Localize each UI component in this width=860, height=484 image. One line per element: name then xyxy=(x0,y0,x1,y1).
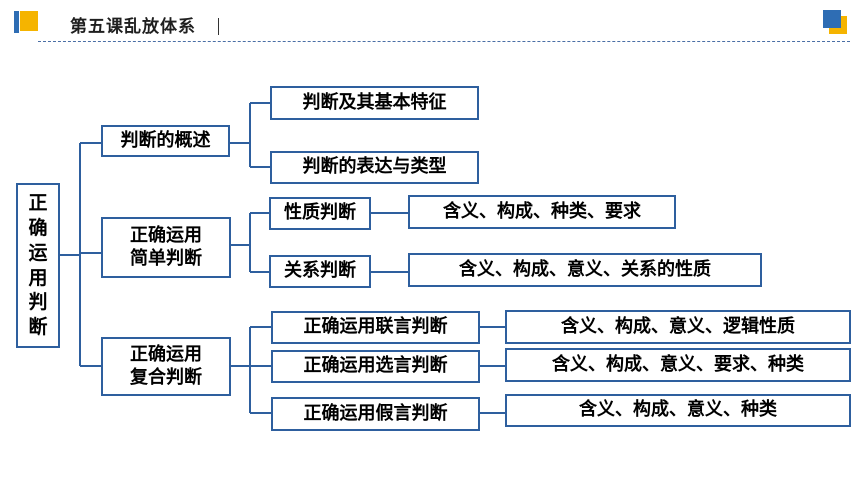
node-disjunctive-judgment: 正确运用选言判断 xyxy=(271,350,480,383)
node-relation-judgment: 关系判断 xyxy=(269,255,371,288)
node-hypothetical-judgment-label: 正确运用假言判断 xyxy=(303,402,448,424)
page-title: 第五课乱放体系 xyxy=(70,17,196,37)
detail-property: 含义、构成、种类、要求 xyxy=(408,195,676,229)
node-disjunctive-judgment-label: 正确运用选言判断 xyxy=(303,355,448,377)
corner-squares-icon xyxy=(823,10,849,34)
detail-hypothetical-label: 含义、构成、意义、种类 xyxy=(579,399,777,421)
root-label: 正确运用判断 xyxy=(28,192,48,338)
header-logo-icon xyxy=(14,11,38,33)
node-relation-judgment-label: 关系判断 xyxy=(284,260,356,282)
node-hypothetical-judgment: 正确运用假言判断 xyxy=(271,397,480,431)
node-simple-judgment: 正确运用 简单判断 xyxy=(101,217,231,278)
node-compound-judgment: 正确运用 复合判断 xyxy=(101,337,231,396)
node-expression-types-label: 判断的表达与类型 xyxy=(302,156,447,178)
node-overview-label: 判断的概述 xyxy=(120,129,211,151)
detail-conjunctive: 含义、构成、意义、逻辑性质 xyxy=(505,310,851,344)
node-property-judgment: 性质判断 xyxy=(269,197,371,230)
root-node: 正确运用判断 xyxy=(16,183,60,348)
node-conjunctive-judgment: 正确运用联言判断 xyxy=(271,311,480,344)
detail-relation-label: 含义、构成、意义、关系的性质 xyxy=(459,258,711,280)
node-compound-judgment-label: 正确运用 复合判断 xyxy=(130,344,202,388)
detail-relation: 含义、构成、意义、关系的性质 xyxy=(408,253,762,287)
node-expression-types: 判断的表达与类型 xyxy=(270,151,479,184)
node-conjunctive-judgment-label: 正确运用联言判断 xyxy=(303,316,448,338)
detail-property-label: 含义、构成、种类、要求 xyxy=(443,200,641,222)
node-simple-judgment-label: 正确运用 简单判断 xyxy=(130,225,202,269)
detail-hypothetical: 含义、构成、意义、种类 xyxy=(505,394,851,427)
node-property-judgment-label: 性质判断 xyxy=(284,202,356,224)
node-basic-features-label: 判断及其基本特征 xyxy=(302,91,447,113)
detail-conjunctive-label: 含义、构成、意义、逻辑性质 xyxy=(561,315,795,337)
detail-disjunctive: 含义、构成、意义、要求、种类 xyxy=(505,348,851,382)
title-divider xyxy=(218,18,219,35)
detail-disjunctive-label: 含义、构成、意义、要求、种类 xyxy=(552,353,804,375)
header-dashed-line xyxy=(38,41,850,42)
node-basic-features: 判断及其基本特征 xyxy=(270,86,479,120)
node-overview: 判断的概述 xyxy=(101,125,230,157)
